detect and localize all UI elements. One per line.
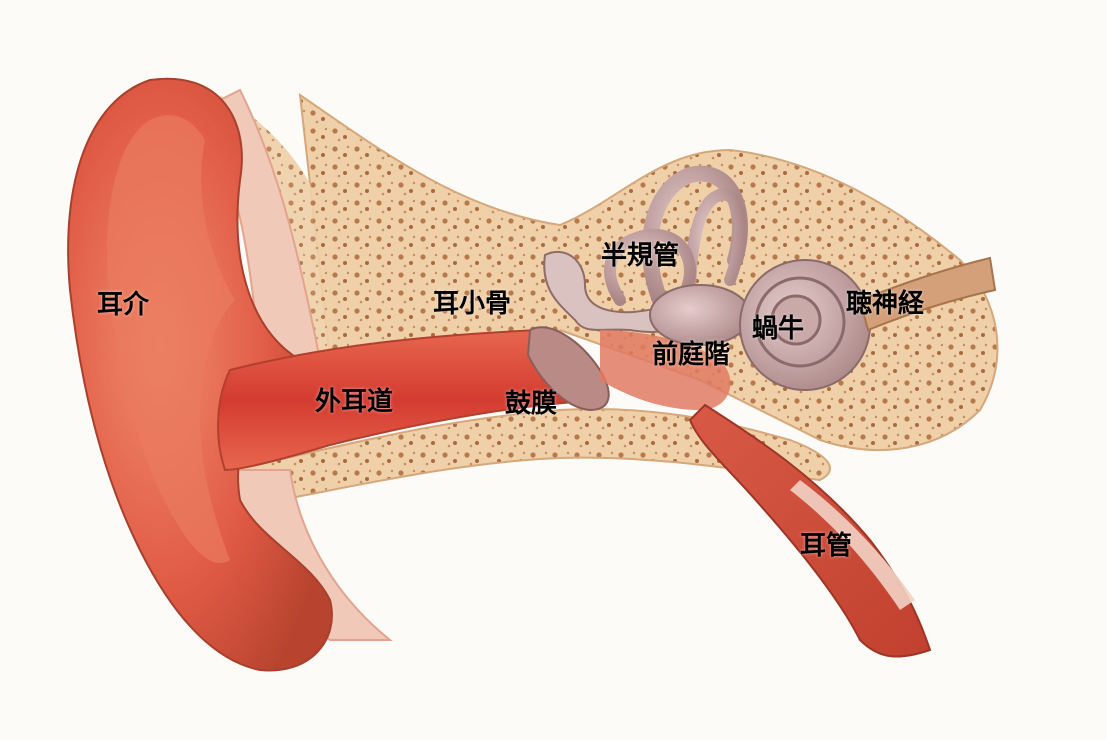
label-vestibule: 前庭階 bbox=[652, 342, 730, 368]
label-auditory-nerve: 聴神経 bbox=[846, 291, 924, 317]
label-ear-canal: 外耳道 bbox=[315, 389, 393, 415]
label-ossicles: 耳小骨 bbox=[433, 291, 511, 317]
label-eustachian-tube: 耳管 bbox=[800, 533, 852, 559]
label-eardrum: 鼓膜 bbox=[505, 391, 557, 417]
label-semicircular-canals: 半規管 bbox=[601, 243, 679, 269]
label-cochlea: 蝸牛 bbox=[752, 316, 804, 342]
vestibule-shape bbox=[650, 285, 750, 345]
label-pinna: 耳介 bbox=[97, 292, 149, 318]
